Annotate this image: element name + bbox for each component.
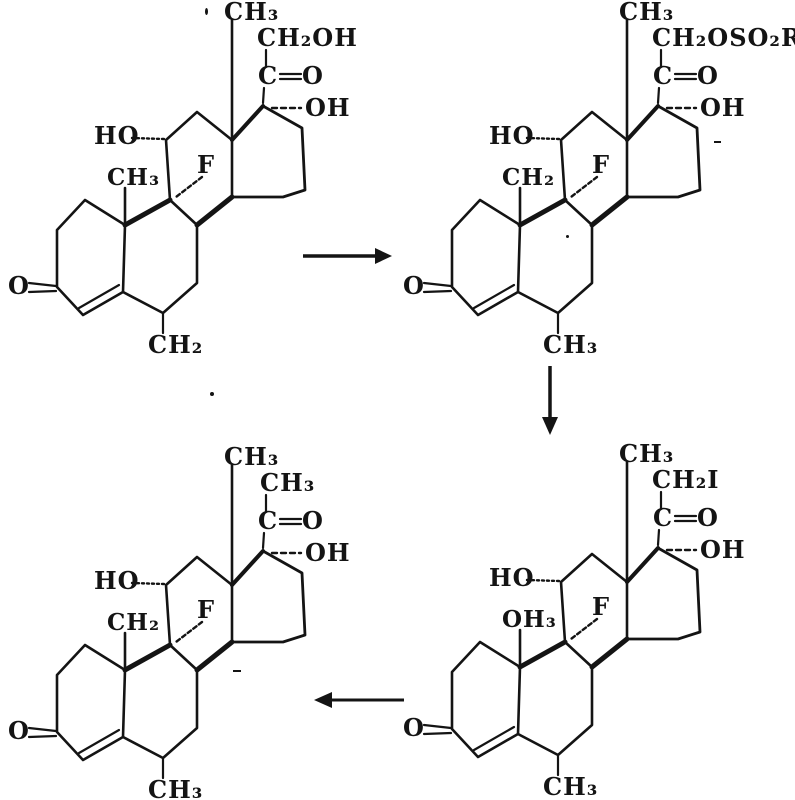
label-c9-fluorine: F	[197, 595, 216, 624]
print-speck	[205, 8, 208, 15]
label-c17-hydroxyl: OH	[305, 538, 351, 567]
label-c11-hydroxyl: HO	[489, 121, 535, 150]
label-c6-methyl: CH₃	[148, 775, 204, 800]
label-c21-group: CH₃	[260, 468, 316, 497]
steroid-skeleton	[395, 442, 795, 800]
label-c11-hydroxyl: HO	[94, 121, 140, 150]
label-c6-methyl: CH₃	[543, 330, 599, 359]
label-c21-group: CH₂I	[652, 465, 720, 494]
label-c6-methyl: CH₃	[543, 772, 599, 800]
label-c3-ketone-oxygen: O	[403, 271, 425, 300]
label-c19-methyl: CH₂	[502, 164, 556, 191]
label-c20-carbon: C	[653, 61, 674, 90]
label-c18-methyl: CH₃	[619, 439, 675, 468]
label-c3-ketone-oxygen: O	[403, 713, 425, 742]
label-c18-methyl: CH₃	[224, 0, 280, 26]
label-c11-hydroxyl: HO	[94, 566, 140, 595]
label-c20-oxygen: O	[302, 61, 324, 90]
label-c11-hydroxyl: HO	[489, 563, 535, 592]
label-c21-group: CH₂OSO₂R	[652, 23, 795, 52]
label-c18-methyl: CH₃	[619, 0, 675, 26]
structure-top-left: CH₃ CH₂OH C O OH HO F CH₃ O CH₂	[0, 0, 400, 410]
label-c18-methyl: CH₃	[224, 442, 280, 471]
label-c17-hydroxyl: OH	[700, 93, 746, 122]
label-c21-group: CH₂OH	[257, 23, 358, 52]
label-c20-carbon: C	[653, 503, 674, 532]
label-c20-carbon: C	[258, 61, 279, 90]
label-c19-methyl: OH₃	[502, 606, 557, 633]
structure-top-right: CH₃ CH₂OSO₂R C O OH HO F CH₂ O CH₃	[395, 0, 795, 410]
label-c19-methyl: CH₂	[107, 609, 161, 636]
label-c20-oxygen: O	[697, 503, 719, 532]
print-speck	[233, 670, 241, 672]
label-c9-fluorine: F	[592, 150, 611, 179]
label-c9-fluorine: F	[197, 150, 216, 179]
print-speck	[714, 141, 721, 143]
label-c3-ketone-oxygen: O	[8, 716, 30, 745]
label-c9-fluorine: F	[592, 592, 611, 621]
label-c3-ketone-oxygen: O	[8, 271, 30, 300]
print-speck	[210, 392, 214, 396]
structure-bottom-right: CH₃ CH₂I C O OH HO F OH₃ O CH₃	[395, 442, 795, 800]
label-c20-carbon: C	[258, 506, 279, 535]
label-c20-oxygen: O	[697, 61, 719, 90]
label-c19-methyl: CH₃	[107, 164, 161, 191]
label-c20-oxygen: O	[302, 506, 324, 535]
structure-bottom-left: CH₃ CH₃ C O OH HO F CH₂ O CH₃	[0, 445, 400, 800]
label-c17-hydroxyl: OH	[305, 93, 351, 122]
label-c6-methyl: CH₂	[148, 330, 204, 359]
print-speck	[566, 235, 569, 238]
label-c17-hydroxyl: OH	[700, 535, 746, 564]
